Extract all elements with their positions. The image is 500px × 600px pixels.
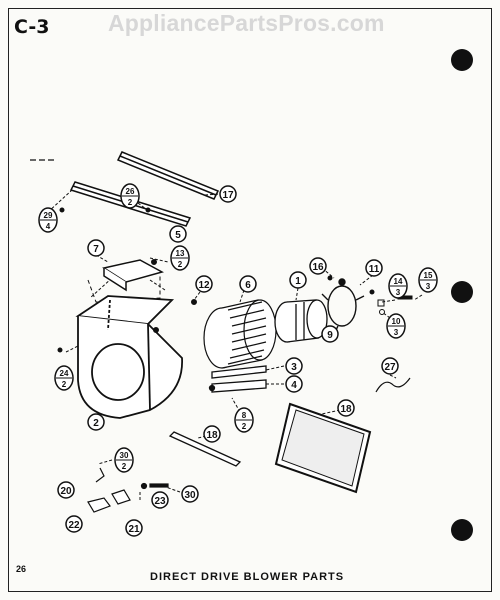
callout-6-top: 6	[245, 280, 251, 291]
callout-30-2: 302	[114, 447, 134, 473]
diagram-caption: DIRECT DRIVE BLOWER PARTS	[150, 571, 345, 583]
callout-23: 23	[151, 491, 169, 509]
callout-14-bottom: 3	[396, 288, 401, 297]
filter-frame	[274, 402, 372, 494]
callout-14-top: 14	[394, 277, 403, 286]
callout-7-top: 7	[93, 244, 99, 255]
callout-17-top: 17	[222, 190, 234, 201]
callout-18-strap: 18	[203, 425, 221, 443]
callout-5-top: 5	[175, 230, 181, 241]
blower-wheel	[203, 299, 277, 369]
callout-3-top: 3	[291, 362, 297, 373]
callout-13-bottom: 2	[178, 260, 183, 269]
callout-15: 153	[418, 267, 438, 293]
blower-motor	[274, 299, 328, 343]
callout-30: 30	[181, 485, 199, 503]
callout-11: 11	[365, 259, 383, 277]
callout-15-bottom: 3	[426, 282, 431, 291]
rail-upper	[116, 151, 220, 200]
rail-angle	[208, 365, 267, 393]
page-number: 26	[16, 564, 27, 574]
callout-4: 4	[285, 375, 303, 393]
binder-hole-top	[451, 49, 473, 71]
callout-17: 17	[219, 185, 237, 203]
wiring-cord	[375, 377, 411, 393]
callout-20: 20	[57, 481, 75, 499]
callout-10-bottom: 3	[394, 328, 399, 337]
binder-hole-middle	[451, 281, 473, 303]
callout-29: 294	[38, 207, 58, 233]
callout-14: 143	[388, 273, 408, 299]
callout-4-top: 4	[291, 380, 297, 391]
callout-18-filter-top: 18	[340, 404, 352, 415]
watermark: AppliancePartsPros.com	[108, 10, 385, 36]
callout-24-top: 24	[60, 369, 69, 378]
blower-housing	[75, 295, 183, 419]
callout-3: 3	[285, 357, 303, 375]
callout-29-bottom: 4	[46, 222, 51, 231]
callout-24-bottom: 2	[62, 380, 67, 389]
mounting-bracket	[102, 259, 164, 292]
callout-12-top: 12	[198, 280, 210, 291]
callout-8-bottom: 2	[242, 422, 247, 431]
callout-5: 5	[169, 225, 187, 243]
callout-2-top: 2	[93, 418, 99, 429]
binder-hole-bottom	[451, 519, 473, 541]
callout-1: 1	[289, 271, 307, 289]
callout-16: 16	[309, 257, 327, 275]
callout-10-top: 10	[392, 317, 401, 326]
callout-26-bottom: 2	[128, 198, 133, 207]
callout-22: 22	[65, 515, 83, 533]
callout-21: 21	[125, 519, 143, 537]
callout-22-top: 22	[68, 520, 80, 531]
callout-30-2-bottom: 2	[122, 462, 127, 471]
callout-15-top: 15	[424, 271, 433, 280]
callout-26: 262	[120, 183, 140, 209]
callout-9-top: 9	[327, 330, 333, 341]
callout-27: 27	[381, 357, 399, 375]
callout-18-filter: 18	[337, 399, 355, 417]
callout-6: 6	[239, 275, 257, 293]
callout-12: 12	[195, 275, 213, 293]
mounting-strap	[168, 431, 242, 467]
callout-20-top: 20	[60, 486, 72, 497]
callout-23-top: 23	[154, 496, 166, 507]
callout-24: 242	[54, 365, 74, 391]
bracket-dashed-outline	[87, 276, 161, 303]
callout-9: 9	[321, 325, 339, 343]
callout-8: 82	[234, 407, 254, 433]
page-border	[8, 8, 492, 592]
small-parts	[87, 467, 169, 513]
callout-26-top: 26	[126, 187, 135, 196]
callout-11-top: 11	[369, 264, 380, 275]
callout-2: 2	[87, 413, 105, 431]
callout-30-2-top: 30	[120, 451, 129, 460]
callout-30-top: 30	[184, 490, 196, 501]
callout-27-top: 27	[384, 362, 396, 373]
callout-1-top: 1	[295, 276, 301, 287]
callout-10: 103	[386, 313, 406, 339]
callout-21-top: 21	[128, 524, 140, 535]
callout-8-top: 8	[242, 411, 247, 420]
callout-18-strap-top: 18	[206, 430, 218, 441]
callout-7: 7	[87, 239, 105, 257]
callout-16-top: 16	[312, 262, 324, 273]
callout-13: 132	[170, 245, 190, 271]
callout-13-top: 13	[176, 249, 185, 258]
callout-29-top: 29	[44, 211, 53, 220]
section-code: C-3	[14, 16, 50, 38]
